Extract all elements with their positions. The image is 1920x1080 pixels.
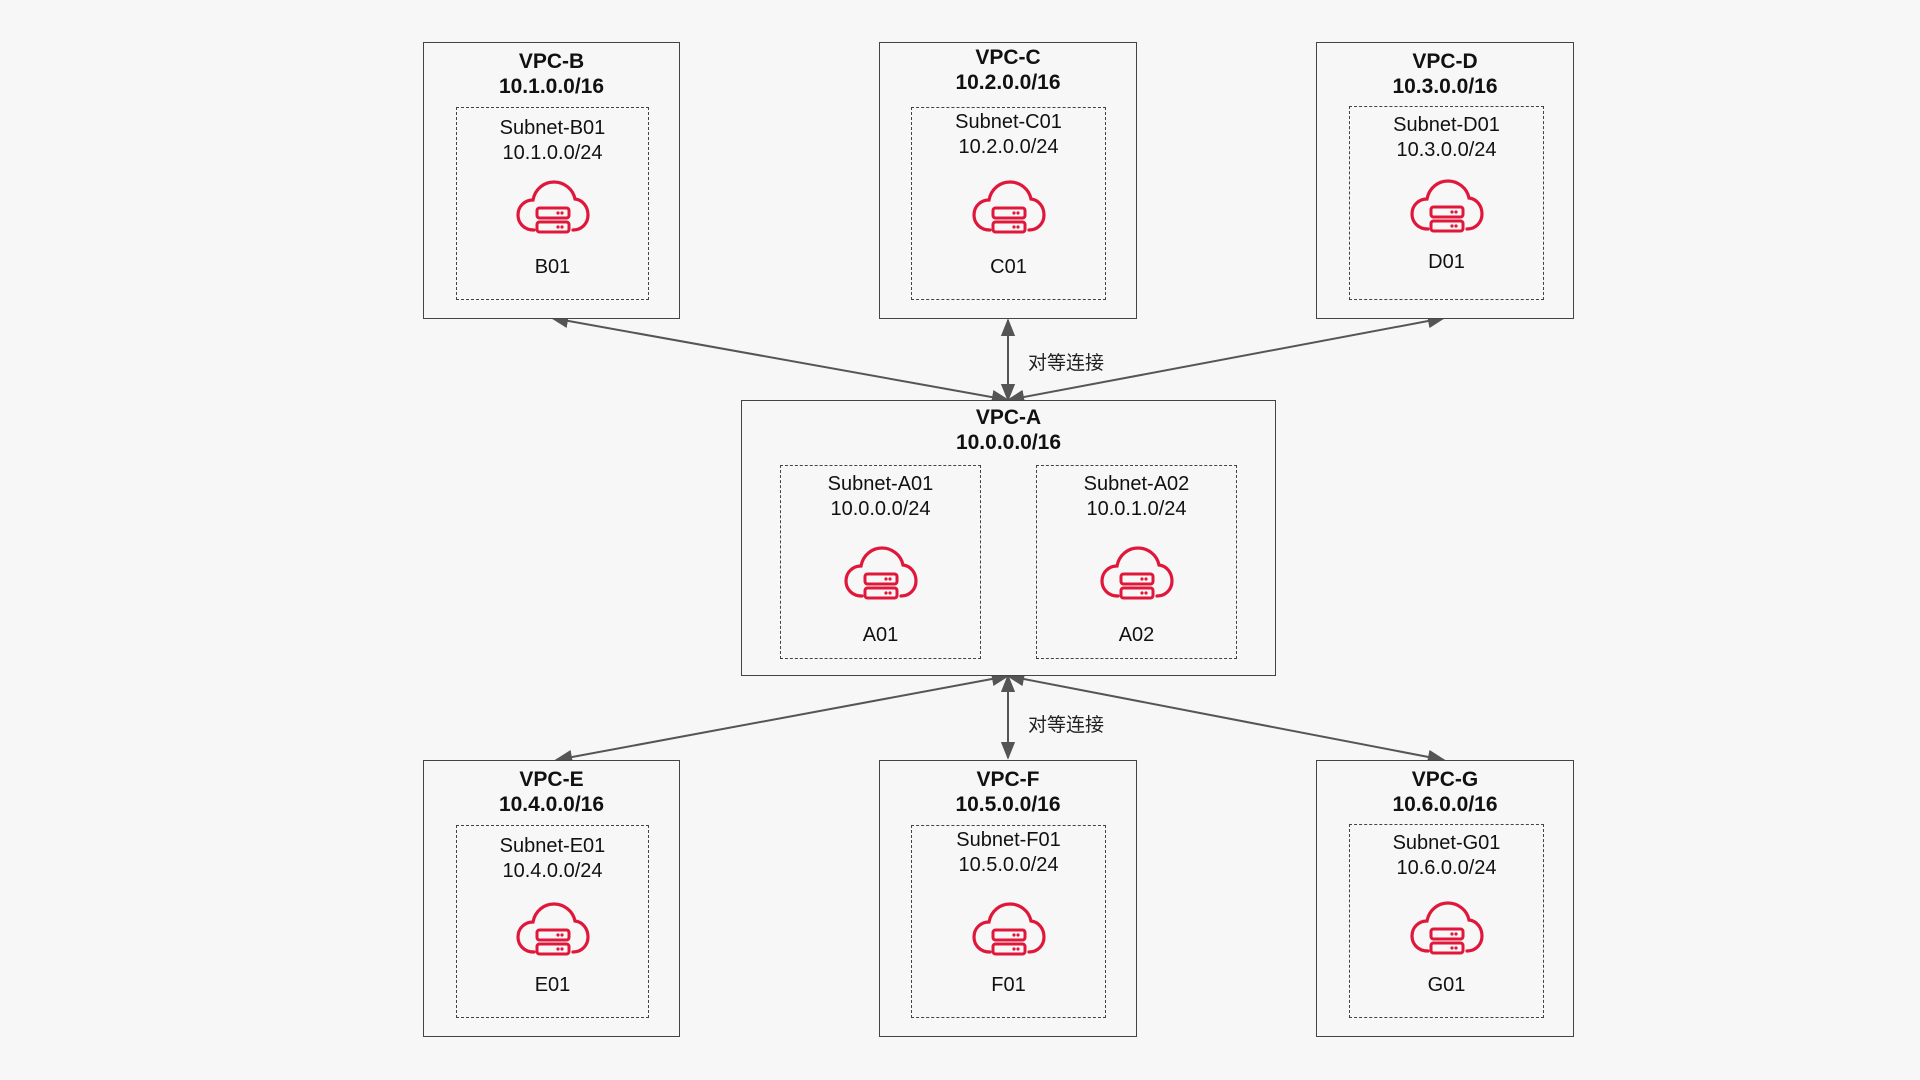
server-e01-label: E01 xyxy=(534,974,571,996)
vpc-a-name: VPC-A xyxy=(975,406,1042,429)
subnet-b01: Subnet-B01 10.1.0.0/24 B01 xyxy=(456,107,649,300)
subnet-a02-name: Subnet-A02 xyxy=(1083,473,1190,495)
vpc-f-name: VPC-F xyxy=(976,768,1040,791)
cloud-server-icon xyxy=(1410,179,1484,233)
vpc-e: VPC-E 10.4.0.0/16 Subnet-E01 10.4.0.0/24… xyxy=(423,760,680,1037)
subnet-a02: Subnet-A02 10.0.1.0/24 A02 xyxy=(1036,465,1237,659)
subnet-a01-cidr: 10.0.0.0/24 xyxy=(830,498,931,520)
peering-link-a-e xyxy=(554,671,1010,765)
subnet-d01-label: Subnet-D01 10.3.0.0/24 xyxy=(1350,113,1543,163)
subnet-e01: Subnet-E01 10.4.0.0/24 E01 xyxy=(456,825,649,1018)
subnet-e01-label: Subnet-E01 10.4.0.0/24 xyxy=(457,834,648,884)
vpc-b-title: VPC-B 10.1.0.0/16 xyxy=(424,49,679,99)
subnet-d01: Subnet-D01 10.3.0.0/24 D01 xyxy=(1349,106,1544,300)
server-a02-label: A02 xyxy=(1118,624,1155,646)
subnet-b01-cidr: 10.1.0.0/24 xyxy=(502,142,603,164)
subnet-a02-label: Subnet-A02 10.0.1.0/24 xyxy=(1037,472,1236,522)
vpc-d: VPC-D 10.3.0.0/16 Subnet-D01 10.3.0.0/24… xyxy=(1316,42,1574,319)
cloud-server-icon xyxy=(516,180,590,234)
connection-label-top: 对等连接 xyxy=(1028,353,1105,374)
vpc-e-title: VPC-E 10.4.0.0/16 xyxy=(424,767,679,817)
subnet-b01-label: Subnet-B01 10.1.0.0/24 xyxy=(457,116,648,166)
cloud-server-icon xyxy=(844,546,918,600)
subnet-g01: Subnet-G01 10.6.0.0/24 G01 xyxy=(1349,824,1544,1018)
cloud-server-icon xyxy=(1410,901,1484,955)
subnet-f01-cidr: 10.5.0.0/24 xyxy=(958,854,1059,876)
subnet-f01: Subnet-F01 10.5.0.0/24 F01 xyxy=(911,825,1106,1018)
vpc-e-cidr: 10.4.0.0/16 xyxy=(498,793,605,816)
server-c01-label: C01 xyxy=(990,256,1027,278)
vpc-e-name: VPC-E xyxy=(519,768,584,791)
vpc-f-cidr: 10.5.0.0/16 xyxy=(955,793,1061,816)
vpc-a-title: VPC-A 10.0.0.0/16 xyxy=(742,405,1275,455)
vpc-g: VPC-G 10.6.0.0/16 Subnet-G01 10.6.0.0/24… xyxy=(1316,760,1574,1037)
vpc-a: VPC-A 10.0.0.0/16 Subnet-A01 10.0.0.0/24… xyxy=(741,400,1276,676)
vpc-a-cidr: 10.0.0.0/16 xyxy=(955,431,1062,454)
vpc-b: VPC-B 10.1.0.0/16 Subnet-B01 10.1.0.0/24… xyxy=(423,42,680,319)
vpc-c-name: VPC-C xyxy=(975,46,1041,69)
subnet-f01-name: Subnet-F01 xyxy=(956,829,1061,851)
server-f01-label: F01 xyxy=(991,974,1026,996)
subnet-d01-name: Subnet-D01 xyxy=(1393,114,1500,136)
subnet-c01: Subnet-C01 10.2.0.0/24 C01 xyxy=(911,107,1106,300)
subnet-c01-cidr: 10.2.0.0/24 xyxy=(958,136,1059,158)
subnet-b01-name: Subnet-B01 xyxy=(499,117,606,139)
subnet-g01-cidr: 10.6.0.0/24 xyxy=(1396,857,1497,879)
cloud-server-icon xyxy=(1100,546,1174,600)
subnet-d01-cidr: 10.3.0.0/24 xyxy=(1396,139,1497,161)
vpc-c-cidr: 10.2.0.0/16 xyxy=(955,71,1061,94)
vpc-d-title: VPC-D 10.3.0.0/16 xyxy=(1317,49,1573,99)
subnet-f01-label: Subnet-F01 10.5.0.0/24 xyxy=(912,828,1105,878)
server-d01-label: D01 xyxy=(1428,251,1465,273)
subnet-g01-label: Subnet-G01 10.6.0.0/24 xyxy=(1350,831,1543,881)
vpc-d-cidr: 10.3.0.0/16 xyxy=(1392,75,1498,98)
cloud-server-icon xyxy=(972,180,1046,234)
vpc-b-cidr: 10.1.0.0/16 xyxy=(498,75,605,98)
vpc-c-title: VPC-C 10.2.0.0/16 xyxy=(880,45,1136,95)
server-b01-label: B01 xyxy=(534,256,571,278)
subnet-e01-cidr: 10.4.0.0/24 xyxy=(502,860,603,882)
subnet-e01-name: Subnet-E01 xyxy=(499,835,606,857)
server-a01-label: A01 xyxy=(862,624,899,646)
vpc-b-name: VPC-B xyxy=(518,50,585,73)
subnet-c01-label: Subnet-C01 10.2.0.0/24 xyxy=(912,110,1105,160)
vpc-g-name: VPC-G xyxy=(1411,768,1479,791)
subnet-a01-label: Subnet-A01 10.0.0.0/24 xyxy=(781,472,980,522)
vpc-d-name: VPC-D xyxy=(1412,50,1478,73)
cloud-server-icon xyxy=(972,902,1046,956)
subnet-a02-cidr: 10.0.1.0/24 xyxy=(1086,498,1187,520)
subnet-a01: Subnet-A01 10.0.0.0/24 A01 xyxy=(780,465,981,659)
subnet-a01-name: Subnet-A01 xyxy=(827,473,934,495)
vpc-f-title: VPC-F 10.5.0.0/16 xyxy=(880,767,1136,817)
vpc-f: VPC-F 10.5.0.0/16 Subnet-F01 10.5.0.0/24… xyxy=(879,760,1137,1037)
subnet-g01-name: Subnet-G01 xyxy=(1392,832,1501,854)
cloud-server-icon xyxy=(516,902,590,956)
vpc-g-cidr: 10.6.0.0/16 xyxy=(1392,793,1498,816)
server-g01-label: G01 xyxy=(1427,974,1466,996)
subnet-c01-name: Subnet-C01 xyxy=(955,111,1062,133)
vpc-g-title: VPC-G 10.6.0.0/16 xyxy=(1317,767,1573,817)
connection-label-bottom: 对等连接 xyxy=(1028,715,1105,736)
peering-link-a-b xyxy=(550,313,1010,405)
vpc-c: VPC-C 10.2.0.0/16 Subnet-C01 10.2.0.0/24… xyxy=(879,42,1137,319)
